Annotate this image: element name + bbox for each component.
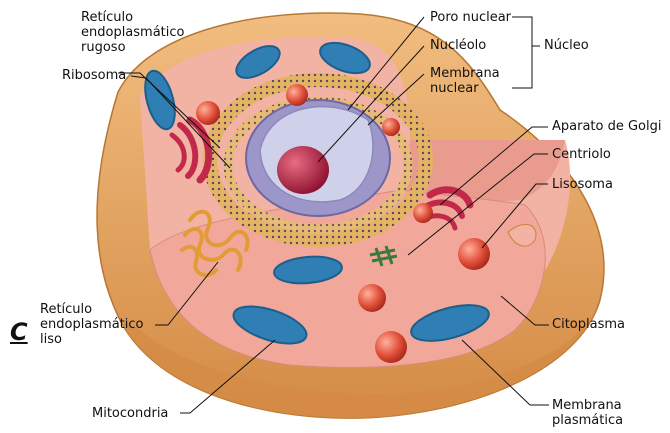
label-citoplasma: Citoplasma	[552, 317, 625, 332]
cell-body	[97, 13, 604, 418]
label-ribosoma: Ribosoma	[62, 68, 126, 83]
figure-letter: C	[10, 318, 28, 346]
label-rer: Retículo endoplasmático rugoso	[81, 10, 185, 55]
label-centriolo: Centriolo	[552, 147, 611, 162]
label-aparato-golgi: Aparato de Golgi	[552, 119, 662, 134]
label-membrana-plasmatica: Membrana plasmática	[552, 398, 623, 428]
label-poro-nuclear: Poro nuclear	[430, 10, 511, 25]
lysosome	[382, 118, 400, 136]
label-membrana-nuclear: Membrana nuclear	[430, 66, 500, 96]
label-rel: Retículo endoplasmático liso	[40, 302, 144, 347]
lysosome	[375, 331, 407, 363]
nucleus	[246, 100, 390, 216]
lysosome	[196, 101, 220, 125]
label-mitocondria: Mitocondria	[92, 406, 168, 421]
label-nucleo: Núcleo	[544, 38, 589, 53]
label-nucleolo: Nucléolo	[430, 38, 486, 53]
label-lisosoma: Lisosoma	[552, 177, 613, 192]
lysosome	[286, 84, 308, 106]
lysosome	[458, 238, 490, 270]
lysosome	[413, 203, 433, 223]
lysosome	[358, 284, 386, 312]
bracket-nucleo	[512, 17, 532, 88]
